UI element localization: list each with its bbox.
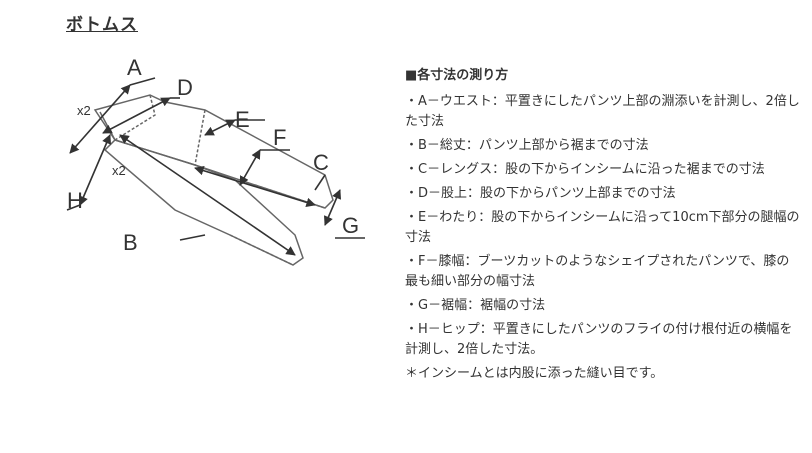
label-b: B <box>123 230 138 255</box>
label-h: H <box>67 188 83 213</box>
guide-item-e: ・E－わたり：股の下からインシームに沿って10cm下部分の腿幅の寸法 <box>405 210 800 245</box>
guide-item-h: ・H－ヒップ：平置きにしたパンツのフライの付け根付近の横幅を計測し、2倍した寸法… <box>405 322 793 357</box>
guide-item-a: ・A－ウエスト：平置きにしたパンツ上部の淵添いを計測し、2倍した寸法 <box>405 94 800 129</box>
measure-a-line <box>69 84 131 154</box>
guide-item-c: ・C－レングス：股の下からインシームに沿った裾までの寸法 <box>405 162 765 177</box>
measure-e-line <box>204 119 236 136</box>
measurement-guide: ■各寸法の測り方 ・A－ウエスト：平置きにしたパンツ上部の淵添いを計測し、2倍し… <box>405 66 800 384</box>
measure-c-line <box>194 165 316 208</box>
pants-measurement-diagram: A D E F C G H B x2 x2 <box>55 40 385 320</box>
measure-f-line <box>239 149 261 186</box>
measure-h-line <box>78 134 112 206</box>
guide-item-b: ・B－総丈：パンツ上部から裾までの寸法 <box>405 138 649 153</box>
label-d: D <box>177 75 193 100</box>
label-f: F <box>273 125 286 150</box>
measure-b-line <box>119 134 296 256</box>
guide-item-g: ・G－裾幅：裾幅の寸法 <box>405 298 546 313</box>
label-e: E <box>235 107 250 132</box>
guide-note: ＊インシームとは内股に添った縫い目です。 <box>405 366 664 381</box>
guide-item-f: ・F－膝幅：ブーツカットのようなシェイプされたパンツで、膝の最も細い部分の幅寸法 <box>405 254 790 289</box>
label-c: C <box>313 150 329 175</box>
measure-d-line <box>102 97 171 134</box>
label-g: G <box>342 213 359 238</box>
measure-g-line <box>323 189 342 226</box>
label-a: A <box>127 55 142 80</box>
measure-lines <box>66 77 365 256</box>
guide-heading: ■各寸法の測り方 <box>405 68 509 83</box>
pants-back-leg <box>93 94 334 209</box>
page-title: ボトムス <box>66 15 138 35</box>
x2-top-label: x2 <box>77 103 91 118</box>
guide-item-d: ・D－股上：股の下からパンツ上部までの寸法 <box>405 186 676 201</box>
x2-mid-label: x2 <box>112 163 126 178</box>
